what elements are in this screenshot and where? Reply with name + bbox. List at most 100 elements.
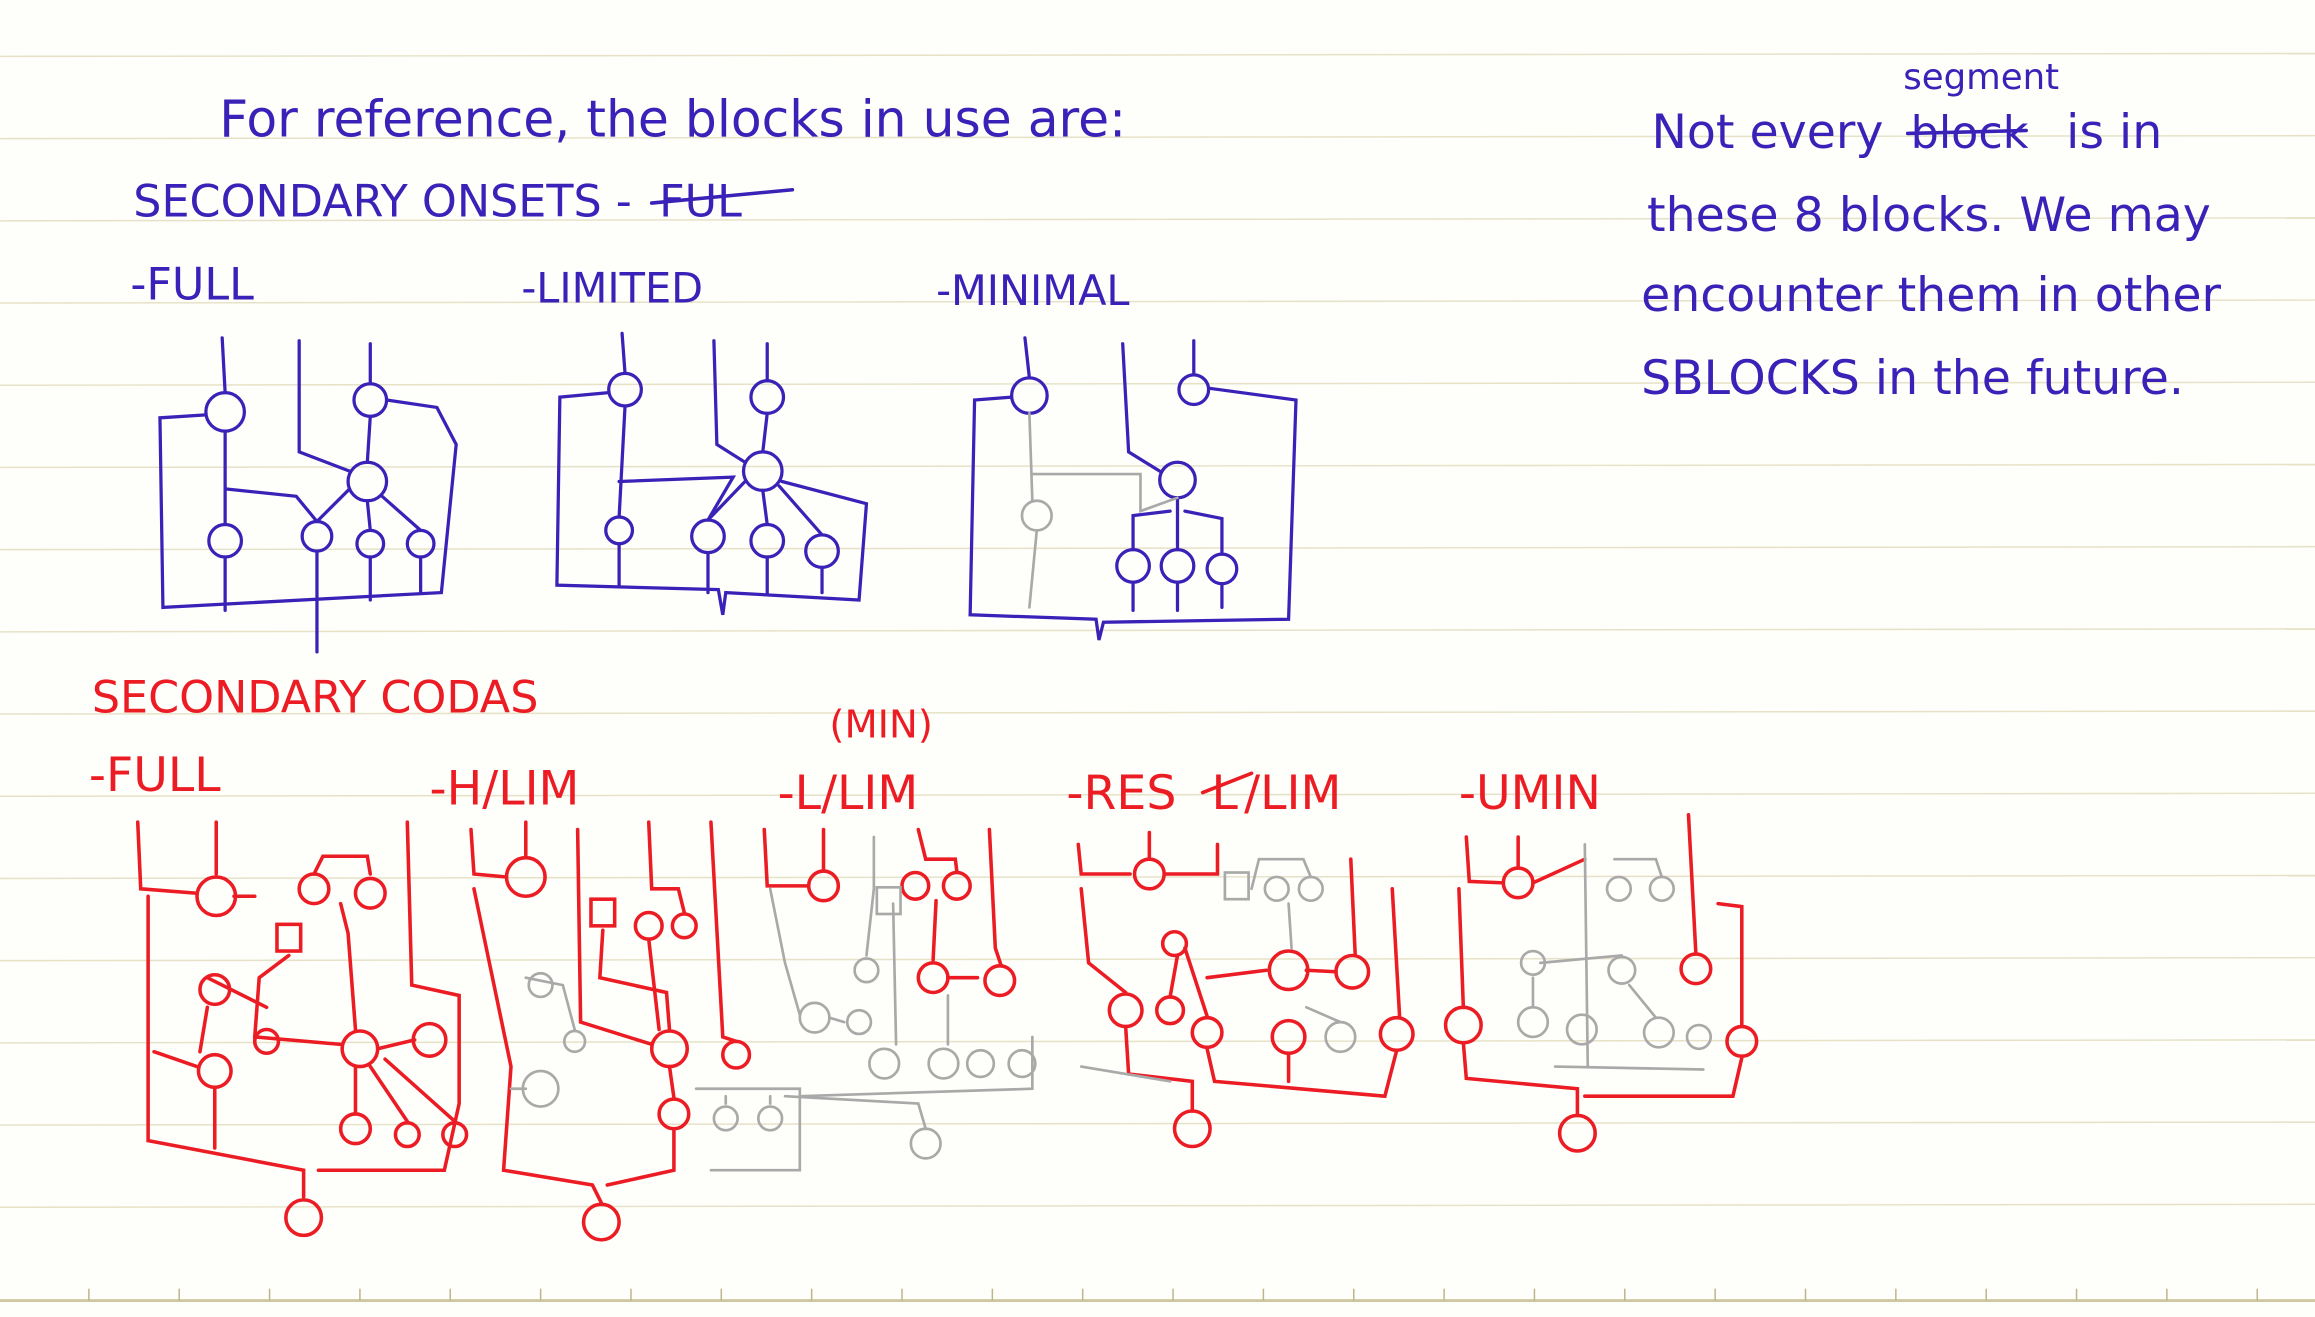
connector-line: [620, 331, 627, 376]
strikethrough: [1200, 771, 1254, 795]
connector-line: [365, 414, 372, 464]
circle-node: [1324, 1020, 1357, 1054]
circle-node: [204, 391, 247, 433]
pencil-line: [1553, 1065, 1705, 1071]
ruled-line: [0, 545, 2315, 551]
ruled-line: [0, 792, 2315, 797]
onset-limited-diagram: [555, 331, 869, 616]
connector-line: [605, 1128, 676, 1187]
strikethrough: [649, 187, 795, 205]
circle-node: [1115, 548, 1151, 584]
note-line2: these 8 blocks. We may: [1647, 188, 2211, 243]
circle-node: [1642, 1016, 1676, 1049]
connector-line: [252, 953, 343, 1047]
connector-line: [597, 928, 672, 1032]
circle-node: [1270, 1018, 1307, 1055]
circle-node: [353, 876, 387, 910]
circle-node: [527, 971, 554, 999]
connector-line: [1390, 887, 1402, 1020]
coda-block-umin-label: -UMIN: [1459, 766, 1601, 821]
pencil-line: [1250, 857, 1313, 891]
coda-hlim-diagram: [469, 820, 784, 1242]
coda-block-full-label: -FULL: [89, 748, 221, 803]
circle-node: [441, 1121, 469, 1149]
pencil-line: [1627, 983, 1658, 1020]
circle-node: [690, 518, 726, 555]
circle-node: [868, 1047, 901, 1080]
filled-node: [1557, 1113, 1597, 1153]
connector-line: [368, 1064, 410, 1124]
ruled-line: [0, 134, 2315, 140]
filled-node: [1172, 1109, 1212, 1149]
note-line1a: Not every: [1651, 105, 1883, 160]
ruled-line: [0, 299, 2315, 304]
intro-text: For reference, the blocks in use are:: [219, 89, 1126, 148]
onset-minimal-diagram: [968, 336, 1298, 641]
circle-node: [804, 533, 840, 570]
connector-line: [1162, 842, 1220, 876]
circle-node: [657, 1097, 691, 1131]
pencil-line: [865, 835, 876, 957]
connector-line: [472, 887, 604, 1205]
connector-line: [152, 1049, 199, 1069]
filled-node: [195, 875, 238, 918]
connector-line: [1076, 842, 1132, 876]
ruled-line: [0, 52, 2315, 58]
ruled-line: [0, 956, 2315, 962]
circle-node: [405, 528, 436, 559]
connector-line: [1461, 1041, 1580, 1118]
coda-full-diagram: [135, 820, 469, 1238]
connector-line: [1121, 342, 1162, 473]
connector-line: [1123, 1024, 1195, 1113]
ruled-lines: [0, 52, 2315, 1208]
circle-node: [1516, 1005, 1550, 1039]
connector-line: [916, 827, 959, 873]
coda-block-llim-label: -L/LIM: [778, 766, 919, 821]
strikethrough: [1905, 128, 2028, 136]
connector-line: [1183, 509, 1224, 556]
note-line3: encounter them in other: [1641, 268, 2221, 323]
circle-node: [1007, 1048, 1037, 1079]
circle-node: [670, 912, 698, 940]
coda-umin-diagram: [1443, 812, 1759, 1153]
connector-line: [555, 391, 869, 616]
pencil-line: [1287, 902, 1293, 950]
circle-node: [649, 1029, 690, 1069]
circle-node: [1607, 955, 1637, 985]
filled-node: [504, 855, 547, 898]
circle-node: [749, 522, 786, 559]
pencil-line: [1583, 843, 1590, 1068]
ruled-line: [0, 217, 2315, 222]
circle-node: [916, 961, 950, 995]
pencil-line: [1028, 412, 1034, 503]
onset-block-minimal-label: -MINIMAL: [936, 267, 1129, 315]
connector-line: [146, 894, 306, 1199]
connector-line: [761, 488, 769, 527]
circle-node: [909, 1127, 942, 1160]
coda-block-hlim-label: -H/LIM: [430, 761, 580, 816]
circle-node: [252, 1027, 281, 1055]
connector-line: [1464, 835, 1506, 885]
filled-node: [1501, 866, 1535, 900]
pencil-line: [768, 887, 802, 1017]
circle-node: [845, 1008, 873, 1036]
connector-line: [968, 386, 1298, 641]
onset-full-diagram: [158, 336, 458, 654]
onsets-heading: SECONDARY ONSETS -: [133, 176, 632, 227]
circle-node: [900, 870, 931, 901]
connector-line: [383, 1057, 457, 1124]
pencil-line: [524, 976, 577, 1031]
connector-line: [1205, 968, 1269, 980]
connector-line: [223, 487, 319, 524]
circle-node: [355, 528, 386, 559]
circle-node: [965, 1048, 996, 1079]
circle-node: [1267, 949, 1310, 992]
circle-node: [521, 1069, 560, 1108]
connector-line: [1583, 1055, 1744, 1098]
connector-line: [1457, 887, 1466, 1010]
filled-node: [983, 964, 1017, 998]
connector-line: [1304, 968, 1338, 974]
pencil-line: [1539, 954, 1624, 965]
filled-node: [411, 1021, 448, 1058]
